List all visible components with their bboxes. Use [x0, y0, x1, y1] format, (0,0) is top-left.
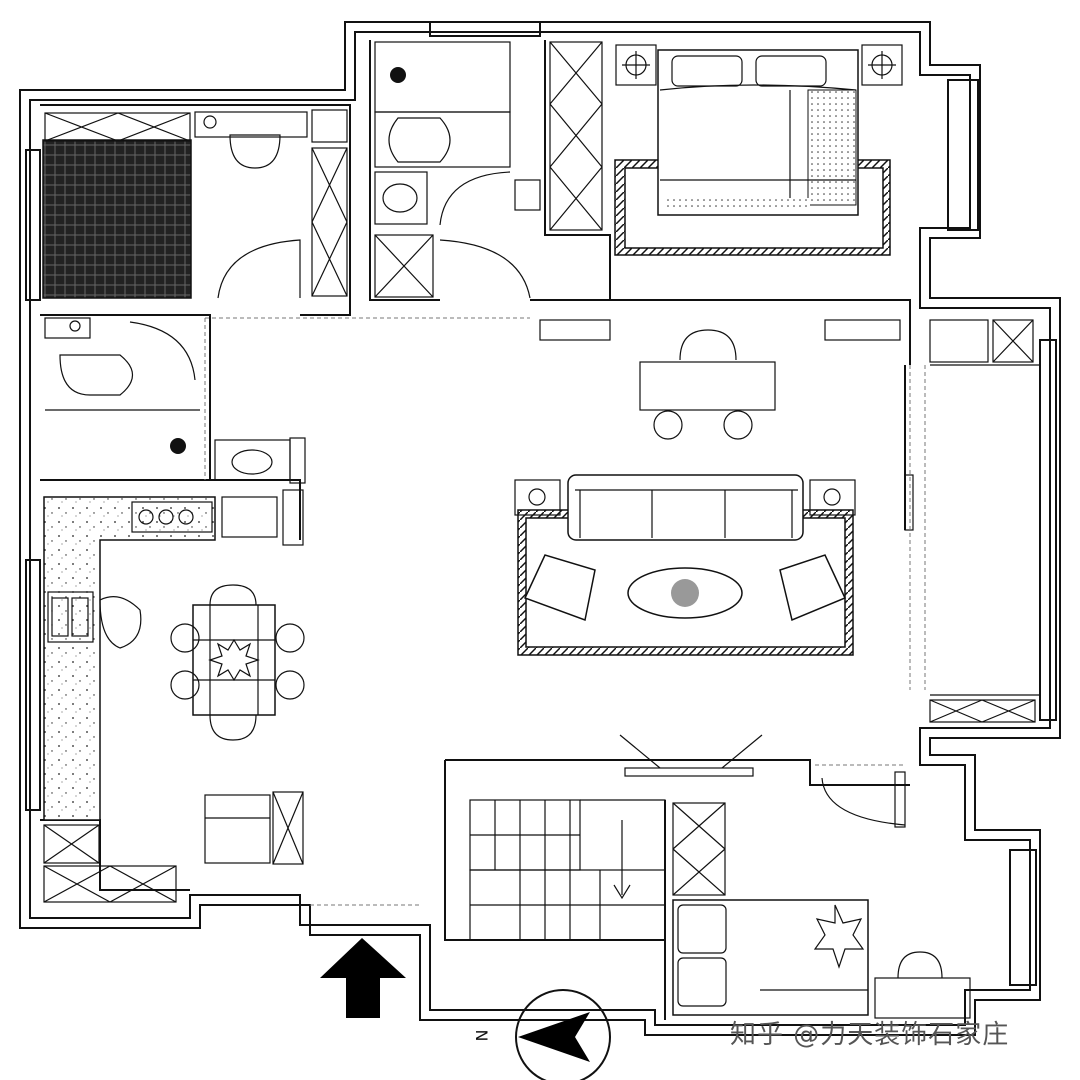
window-east-2	[1039, 339, 1057, 721]
chair-back	[897, 951, 943, 979]
floor-drain-icon	[170, 438, 186, 454]
side-table-right	[809, 479, 856, 516]
toilet-icon	[229, 134, 281, 169]
nightstand-right	[861, 44, 903, 86]
armchair-back	[679, 329, 737, 361]
dining-chairs	[170, 584, 305, 741]
door-swing-3	[439, 239, 531, 299]
cushion-icon	[813, 904, 865, 969]
door-openings	[204, 317, 905, 906]
bathroom-n	[374, 41, 541, 299]
dining-table	[192, 604, 276, 716]
door-swing	[217, 239, 301, 299]
watermark: 知乎 @力天装饰石家庄	[730, 1020, 1010, 1050]
wardrobe	[549, 41, 603, 231]
wardrobe-2	[672, 802, 726, 896]
side-table-left	[514, 479, 561, 516]
dining-area	[170, 584, 305, 741]
door-swing-2	[439, 171, 511, 226]
plant-icon	[208, 638, 260, 682]
door-swing-5	[821, 777, 906, 826]
bathroom-w	[44, 317, 306, 484]
outer-walls	[19, 21, 1061, 1036]
side-cabinet	[639, 361, 776, 411]
shower-paving	[42, 139, 192, 299]
cooktop-icon	[131, 501, 213, 533]
refrigerator	[204, 794, 271, 864]
window-east-1	[947, 79, 979, 231]
master-bedroom	[549, 41, 903, 256]
nightstand-left	[615, 44, 657, 86]
vanity-cabinet	[44, 112, 191, 142]
toilet-person-icon	[59, 354, 134, 396]
staircase	[469, 734, 763, 941]
person-icon	[99, 596, 142, 649]
pillow	[677, 957, 727, 1007]
toilet-person-icon	[388, 117, 451, 163]
compass-icon	[515, 989, 611, 1080]
pillow	[677, 904, 727, 954]
entry-arrow-icon	[320, 938, 406, 1018]
door-swing-4	[129, 321, 196, 381]
base-cabinet	[43, 865, 177, 903]
storage-cabinet	[311, 147, 348, 297]
sink-icon	[47, 591, 94, 643]
kitchen	[43, 489, 304, 903]
sofa	[567, 474, 804, 541]
compass-north-label: N	[472, 1029, 492, 1042]
tap-icon	[203, 115, 217, 129]
cabinet-cross	[374, 234, 434, 298]
small-bedroom	[672, 771, 971, 1019]
window-west-2	[25, 559, 41, 811]
washbasin	[374, 171, 428, 225]
armchair-right	[779, 554, 847, 622]
window-east-3	[1009, 849, 1037, 986]
kitchen-counter	[43, 496, 216, 821]
living-room	[514, 319, 901, 656]
bathroom-nw	[42, 109, 348, 299]
arrow-down-icon	[613, 820, 631, 900]
east-balcony	[904, 319, 1040, 723]
armchair-left	[523, 554, 596, 622]
floor-drain-icon	[390, 67, 406, 83]
window-north-1	[429, 21, 541, 37]
window-west-1	[25, 149, 41, 301]
interior-walls	[40, 40, 911, 1020]
